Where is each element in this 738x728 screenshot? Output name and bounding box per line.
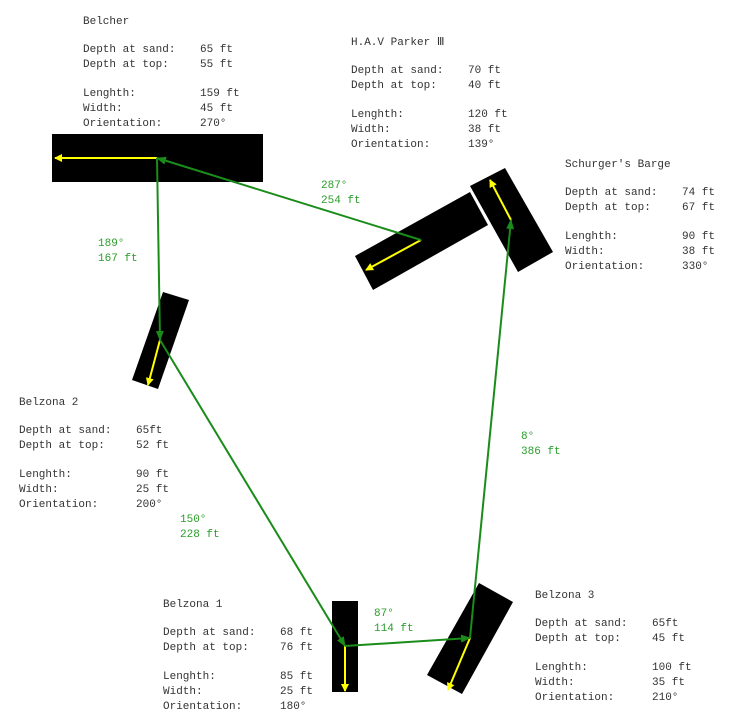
depth-at-sand-value: 65 ft — [200, 44, 233, 56]
route-distance: 254 ft — [321, 195, 361, 207]
length-value: 85 ft — [280, 671, 313, 683]
length-value: 100 ft — [652, 662, 692, 674]
orientation-label: Orientation: — [351, 139, 430, 151]
wreck-info-belzona1: Belzona 1 Depth at sand: 68 ft Depth at top… — [163, 599, 313, 713]
depth-at-sand-value: 74 ft — [682, 187, 715, 199]
depth-at-sand-label: Depth at sand: — [163, 627, 255, 639]
length-label: Lenghth: — [163, 671, 216, 683]
depth-at-top-value: 45 ft — [652, 633, 685, 645]
depth-at-top-value: 40 ft — [468, 80, 501, 92]
orientation-label: Orientation: — [19, 499, 98, 511]
orientation-value: 180° — [280, 701, 306, 713]
depth-at-top-label: Depth at top: — [19, 440, 105, 452]
depth-at-sand-label: Depth at sand: — [565, 187, 657, 199]
orientation-label: Orientation: — [163, 701, 242, 713]
wreck-name: Schurger's Barge — [565, 159, 671, 171]
route-distance: 167 ft — [98, 253, 138, 265]
wreck-hull[interactable] — [355, 192, 488, 290]
depth-at-sand-value: 65ft — [136, 425, 162, 437]
width-label: Width: — [565, 246, 605, 258]
width-value: 25 ft — [136, 484, 169, 496]
width-label: Width: — [19, 484, 59, 496]
route-line-belzona3-to-schurger — [469, 219, 515, 639]
width-value: 25 ft — [280, 686, 313, 698]
wreck-name: Belcher — [83, 16, 129, 28]
orientation-value: 270° — [200, 118, 226, 130]
depth-at-top-value: 67 ft — [682, 202, 715, 214]
route-bearing: 87° — [374, 608, 394, 620]
wreck-name: H.A.V Parker Ⅲ — [351, 37, 444, 49]
depth-at-sand-value: 70 ft — [468, 65, 501, 77]
width-value: 45 ft — [200, 103, 233, 115]
depth-at-top-label: Depth at top: — [351, 80, 437, 92]
width-label: Width: — [351, 124, 391, 136]
depth-at-top-label: Depth at top: — [83, 59, 169, 71]
heading-arrow-icon — [447, 637, 471, 691]
width-label: Width: — [163, 686, 203, 698]
route-line-belzona2-to-belzona1 — [159, 339, 346, 647]
orientation-value: 210° — [652, 692, 678, 704]
wreck-belzona1[interactable] — [332, 601, 358, 692]
length-value: 120 ft — [468, 109, 508, 121]
heading-arrow-icon — [489, 179, 512, 221]
width-value: 35 ft — [652, 677, 685, 689]
depth-at-top-value: 76 ft — [280, 642, 313, 654]
route-line-belcher-to-belzona2 — [155, 157, 164, 341]
depth-at-top-value: 55 ft — [200, 59, 233, 71]
depth-at-top-label: Depth at top: — [535, 633, 621, 645]
length-value: 159 ft — [200, 88, 240, 100]
route-bearing: 189° — [98, 238, 124, 250]
route-distance: 114 ft — [374, 623, 414, 635]
wreck-parker[interactable] — [355, 192, 488, 290]
depth-at-sand-label: Depth at sand: — [83, 44, 175, 56]
depth-at-sand-value: 65ft — [652, 618, 678, 630]
route-distance: 228 ft — [180, 529, 220, 541]
heading-arrow-icon — [145, 339, 161, 386]
depth-at-top-label: Depth at top: — [163, 642, 249, 654]
length-label: Lenghth: — [565, 231, 618, 243]
width-value: 38 ft — [682, 246, 715, 258]
route-line-parker-to-belcher — [156, 156, 422, 241]
depth-at-sand-label: Depth at sand: — [19, 425, 111, 437]
heading-arrow-icon — [365, 239, 422, 271]
route-distance: 386 ft — [521, 446, 561, 458]
orientation-label: Orientation: — [535, 692, 614, 704]
depth-at-sand-label: Depth at sand: — [351, 65, 443, 77]
length-label: Lenghth: — [351, 109, 404, 121]
wreck-info-parker: H.A.V Parker Ⅲ Depth at sand: 70 ft Depth a… — [351, 37, 508, 151]
wreck-name: Belzona 2 — [19, 397, 78, 409]
depth-at-sand-label: Depth at sand: — [535, 618, 627, 630]
length-value: 90 ft — [682, 231, 715, 243]
length-label: Lenghth: — [19, 469, 72, 481]
depth-at-top-label: Depth at top: — [565, 202, 651, 214]
route-bearing: 8° — [521, 431, 534, 443]
length-label: Lenghth: — [83, 88, 136, 100]
orientation-value: 330° — [682, 261, 708, 273]
route-bearing: 287° — [321, 180, 347, 192]
wreck-name: Belzona 3 — [535, 590, 594, 602]
orientation-label: Orientation: — [83, 118, 162, 130]
depth-at-sand-value: 68 ft — [280, 627, 313, 639]
length-value: 90 ft — [136, 469, 169, 481]
route-line-belzona1-to-belzona3 — [344, 634, 471, 647]
length-label: Lenghth: — [535, 662, 588, 674]
orientation-label: Orientation: — [565, 261, 644, 273]
depth-at-top-value: 52 ft — [136, 440, 169, 452]
route-bearing: 150° — [180, 514, 206, 526]
width-value: 38 ft — [468, 124, 501, 136]
width-label: Width: — [535, 677, 575, 689]
width-label: Width: — [83, 103, 123, 115]
wreck-name: Belzona 1 — [163, 599, 223, 611]
orientation-value: 200° — [136, 499, 162, 511]
orientation-value: 139° — [468, 139, 494, 151]
